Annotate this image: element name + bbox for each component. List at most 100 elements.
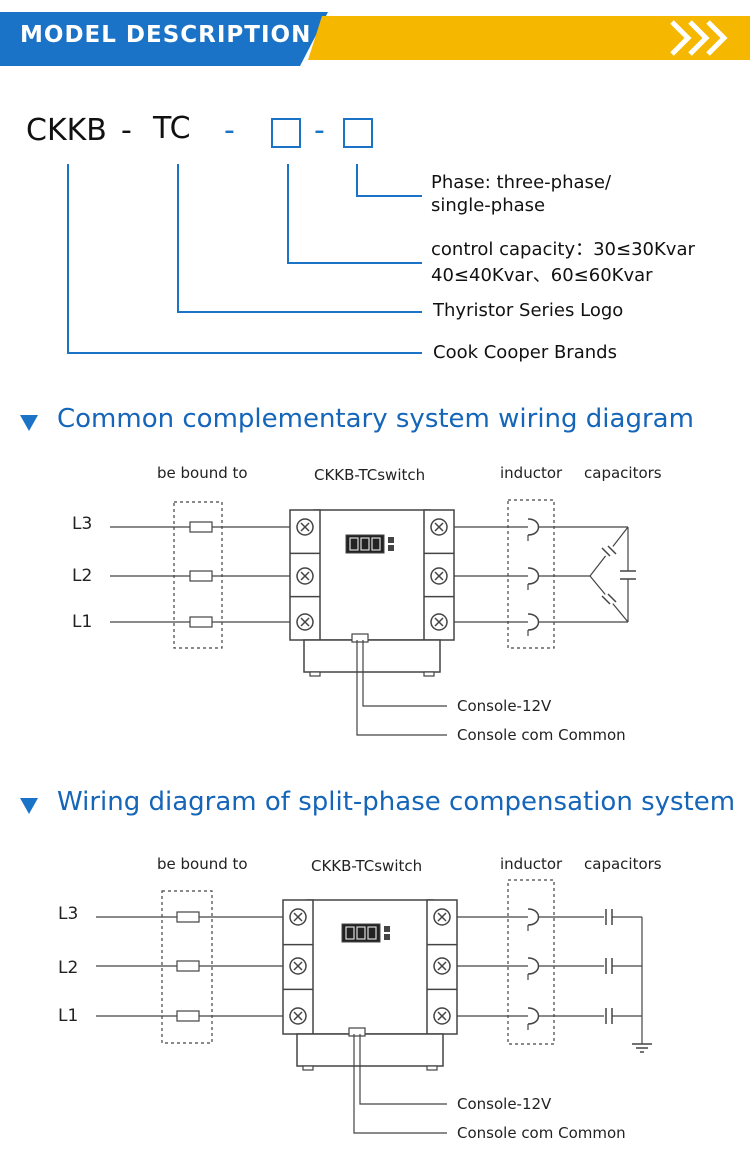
indicator-led (388, 537, 394, 543)
chevron-icon (670, 20, 692, 56)
console-12v-lead (359, 1034, 447, 1105)
leader-brand (67, 164, 422, 354)
inductor-coil (527, 957, 540, 975)
terminal-screw-slot (300, 617, 310, 627)
fuse-group (161, 890, 213, 1044)
base-foot (302, 1065, 314, 1071)
capacitor-gap (603, 545, 615, 557)
terminal-screw-slot (293, 961, 303, 971)
base-foot (426, 1065, 438, 1071)
display-digit (345, 926, 355, 940)
leader-series (177, 164, 422, 313)
model-diagram (67, 118, 422, 354)
inductor-group (507, 879, 555, 1045)
header-title: MODEL DESCRIPTION (20, 22, 312, 48)
label-console-com-2: Console com Common (457, 1124, 626, 1142)
model-dash-2: - (224, 113, 235, 148)
digital-display (345, 534, 385, 554)
inductor-coil (527, 1007, 540, 1025)
model-box-2 (343, 118, 373, 148)
capacitor-gap (603, 593, 615, 605)
label-capacitors-1: capacitors (584, 464, 662, 482)
inductor-coil (527, 518, 540, 536)
terminal-screw-slot (434, 571, 444, 581)
indicator-led (388, 545, 394, 551)
terminal-screw-slot (434, 522, 444, 532)
terminal-screw-slot (300, 522, 310, 532)
console-connector (351, 633, 369, 643)
display-digit (360, 537, 370, 551)
model-dash-3: - (314, 113, 325, 148)
terminal-screw-slot (300, 571, 310, 581)
inductor-coil (527, 908, 540, 926)
fuse (176, 911, 200, 923)
phase-label: L3 (58, 904, 79, 924)
fuse-group (173, 501, 223, 649)
inductor-coil (527, 567, 540, 585)
label-capacity-2: 40≤40Kvar、60≤60Kvar (431, 265, 653, 286)
label-phase-1: Phase: three-phase/ (431, 172, 612, 193)
fuse (176, 960, 200, 972)
label-console-12v-1: Console-12V (457, 697, 552, 715)
phase-label: L1 (72, 612, 93, 632)
terminal-screw-slot (437, 1011, 447, 1021)
model-dash-1: - (121, 113, 132, 148)
terminal-screw-slot (437, 961, 447, 971)
leader-phase (356, 164, 422, 197)
display-digit (367, 926, 377, 940)
model-part-tc: TC (153, 111, 191, 146)
label-bound-1: be bound to (157, 464, 248, 482)
inductor-coil (527, 613, 540, 631)
section2-title: Wiring diagram of split-phase compensati… (57, 787, 736, 817)
terminal-screw-slot (437, 912, 447, 922)
label-console-com-1: Console com Common (457, 726, 626, 744)
terminal-screw-slot (293, 912, 303, 922)
switch-body (306, 899, 434, 1035)
label-phase-2: single-phase (431, 195, 546, 216)
console-com-lead (353, 1034, 447, 1134)
chevron-icon (688, 20, 710, 56)
label-switch-1: CKKB-TCswitch (314, 466, 426, 484)
phase-label: L2 (58, 958, 79, 978)
label-console-12v-2: Console-12V (457, 1095, 552, 1113)
phase-label: L2 (72, 566, 93, 586)
display-digit (356, 926, 366, 940)
indicator-led (384, 934, 390, 940)
terminal-screw-slot (293, 1011, 303, 1021)
heatsink-base (303, 639, 441, 673)
terminal-screw-slot (434, 617, 444, 627)
inductor-group (507, 499, 555, 649)
model-box-1 (271, 118, 301, 148)
fuse (176, 1010, 200, 1022)
model-part-ckkb: CKKB (26, 113, 107, 148)
console-com-lead (356, 640, 447, 736)
capacitor-plate (607, 593, 617, 603)
label-capacity-1: control capacity：30≤30Kvar (431, 239, 695, 260)
label-inductor-1: inductor (500, 464, 563, 482)
base-foot (423, 671, 435, 677)
header-banner (0, 12, 750, 66)
capacitor-plate (601, 547, 611, 557)
label-switch-2: CKKB-TCswitch (311, 857, 423, 875)
capacitor-plate (607, 545, 617, 555)
digital-display (341, 923, 381, 943)
console-12v-lead (362, 640, 447, 707)
section1-title: Common complementary system wiring diagr… (57, 404, 694, 434)
label-capacitors-2: capacitors (584, 855, 662, 873)
display-digit (371, 537, 381, 551)
indicator-led (384, 926, 390, 932)
capacitor-gap (620, 571, 636, 579)
chevron-icon (706, 20, 728, 56)
base-foot (309, 671, 321, 677)
label-bound-2: be bound to (157, 855, 248, 873)
heatsink-base (296, 1033, 444, 1067)
phase-label: L3 (72, 514, 93, 534)
console-connector (348, 1027, 366, 1037)
label-inductor-2: inductor (500, 855, 563, 873)
label-brand: Cook Cooper Brands (433, 342, 617, 363)
label-series: Thyristor Series Logo (433, 300, 624, 321)
capacitor-plate (601, 595, 611, 605)
leader-capacity (287, 164, 422, 264)
